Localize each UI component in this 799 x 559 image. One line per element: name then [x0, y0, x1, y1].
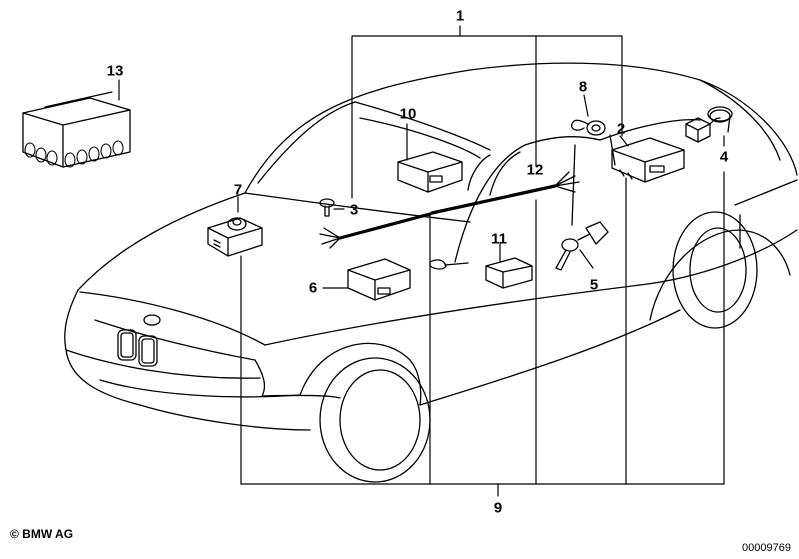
part-2-control-unit-icon	[611, 137, 685, 183]
callout-11: 11	[491, 230, 507, 248]
callout-5: 5	[589, 276, 599, 294]
car-body-outline	[64, 62, 798, 483]
callout-6: 6	[308, 279, 318, 297]
part-4-sensor-icon	[685, 106, 733, 143]
callout-1: 1	[455, 7, 465, 25]
part-3-switch-icon	[319, 198, 335, 217]
wiring-harness	[319, 171, 580, 249]
callout-7: 7	[233, 181, 243, 199]
copyright-notice: © BMW AG	[10, 527, 74, 541]
rear-wheel	[672, 211, 758, 329]
front-wheel	[319, 357, 431, 483]
callout-3: 3	[349, 201, 359, 219]
hood-emblem	[143, 314, 161, 326]
part-6-control-unit-icon	[347, 258, 411, 301]
document-number: 00009769	[742, 542, 791, 554]
leader-lines	[118, 25, 725, 497]
callout-8: 8	[578, 78, 588, 96]
part-11-module-icon	[485, 257, 533, 289]
callout-12: 12	[526, 161, 544, 179]
callout-10: 10	[399, 105, 417, 123]
callout-9: 9	[493, 499, 503, 517]
kidney-grille	[117, 329, 158, 367]
callout-4: 4	[719, 148, 729, 166]
callout-2: 2	[616, 120, 626, 138]
part-13-box-icon	[22, 91, 131, 168]
part-7-siren-icon	[207, 217, 263, 257]
part-8-sensor-icon	[571, 119, 606, 136]
part-10-control-unit-icon	[397, 151, 463, 193]
callout-13: 13	[106, 62, 124, 80]
part-5-key-icon	[555, 221, 609, 271]
